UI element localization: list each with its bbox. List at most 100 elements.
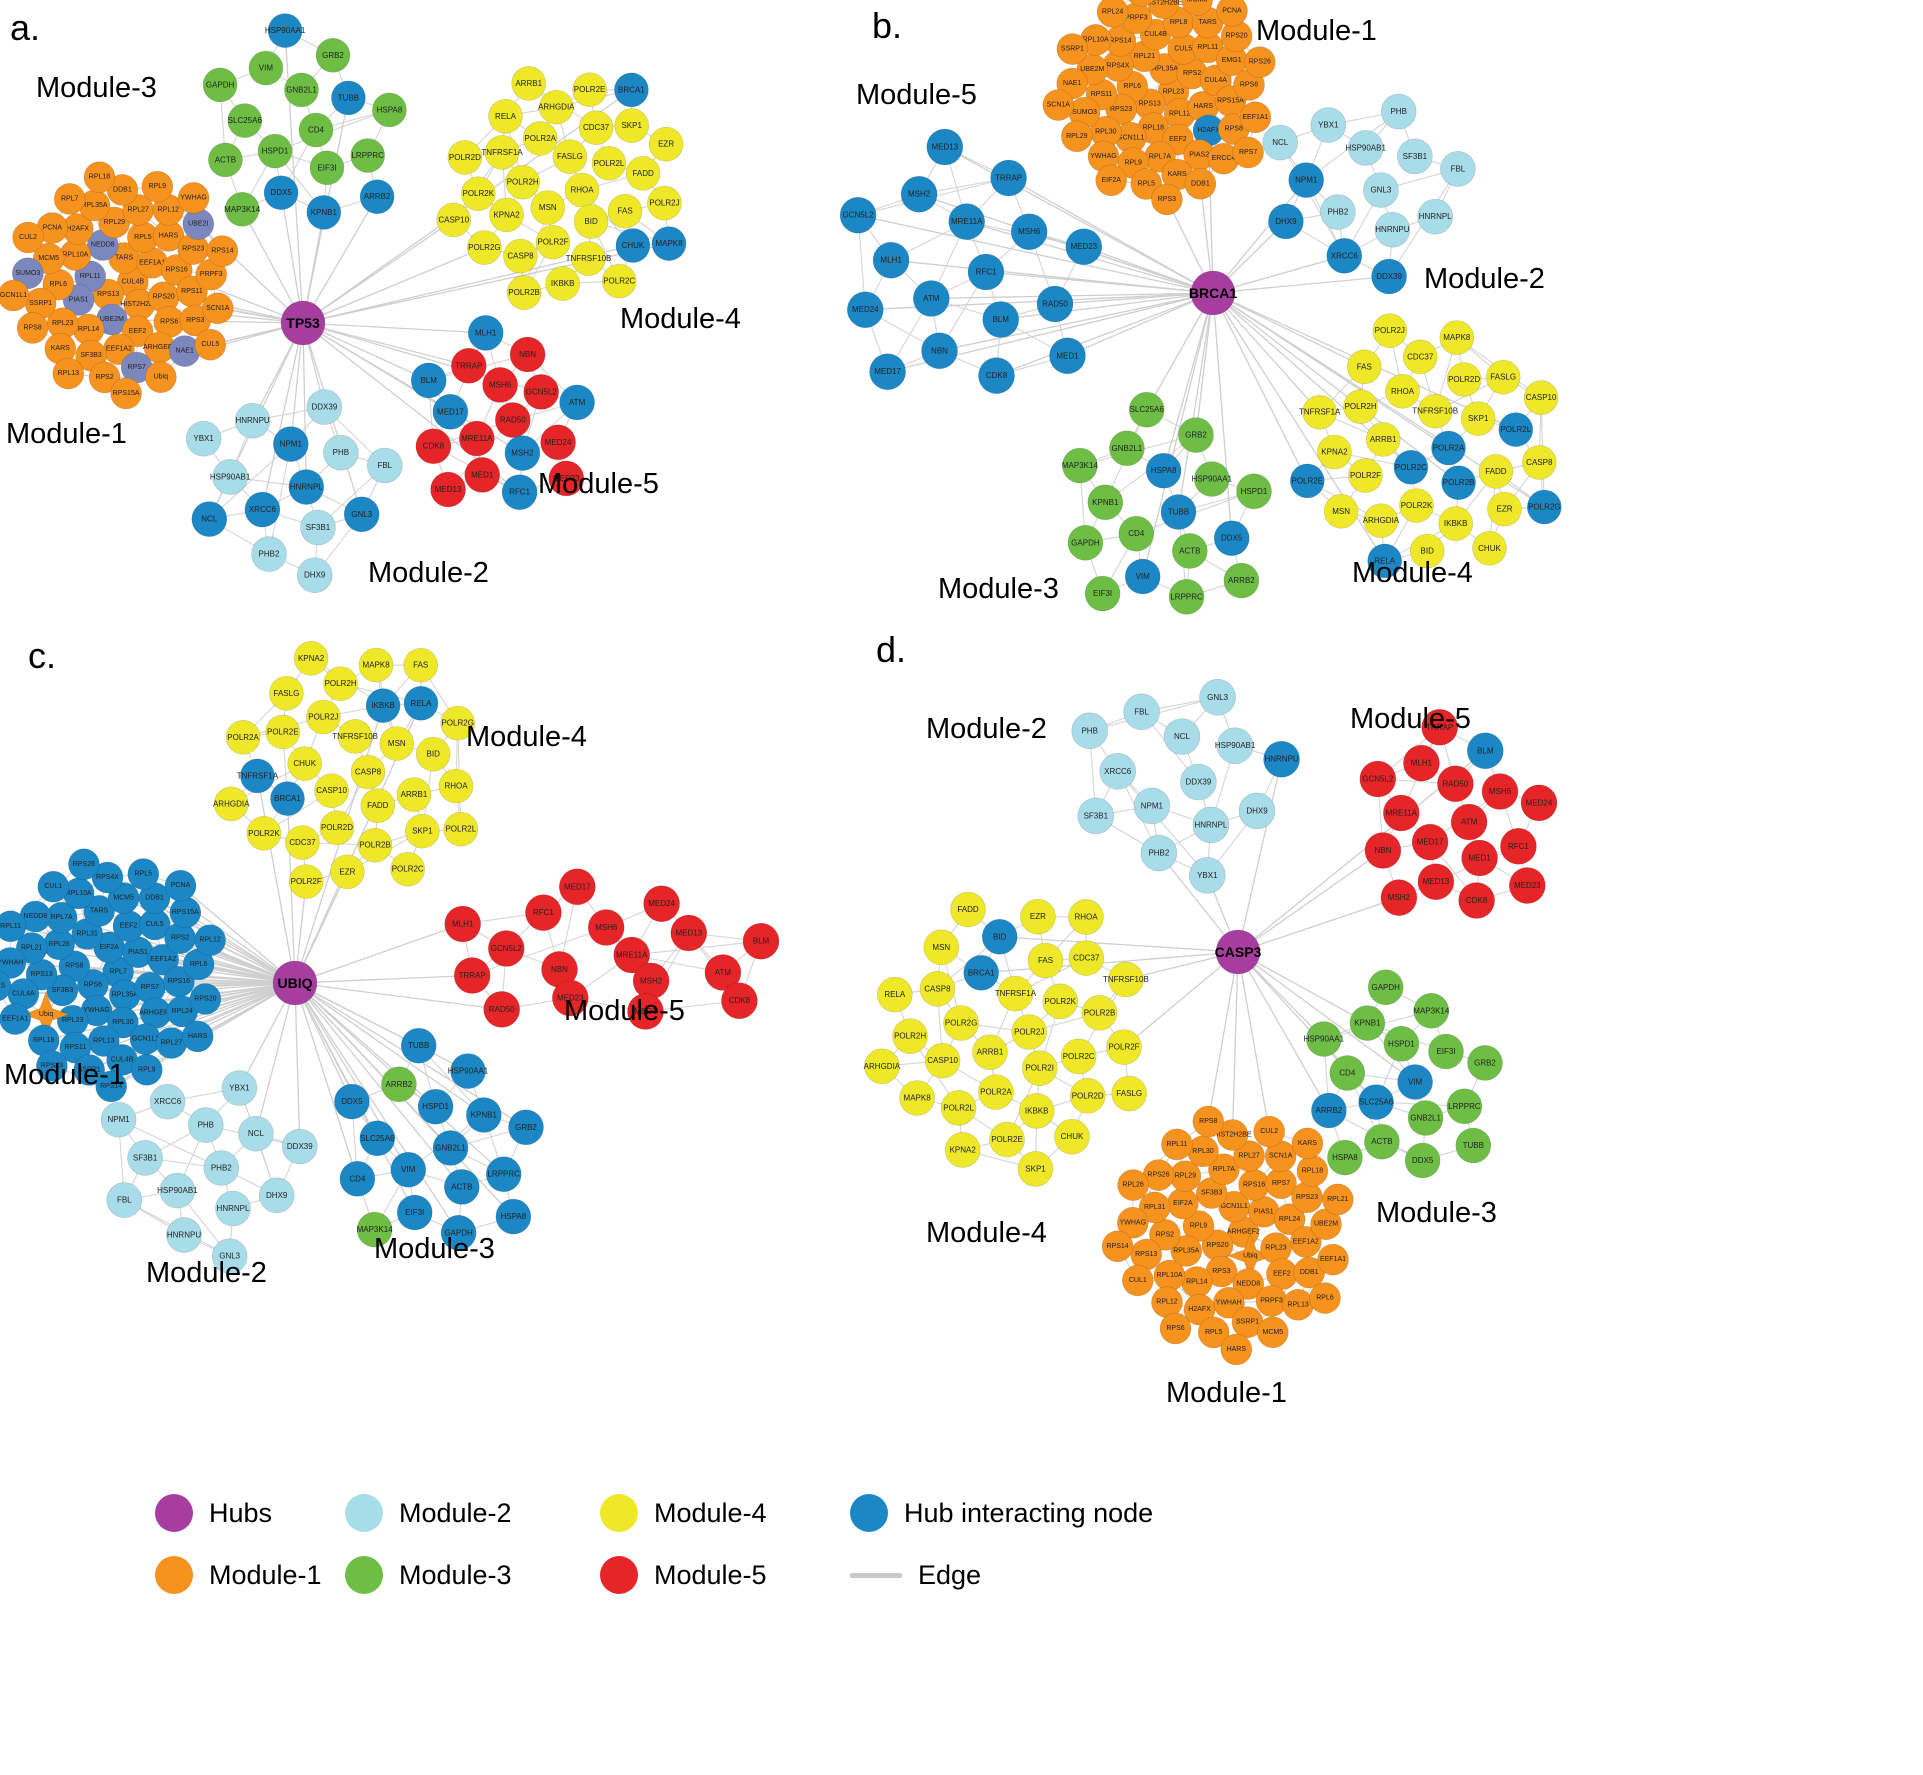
node-RPL13[interactable]: RPL13 [52,357,85,390]
node-MED17[interactable]: MED17 [558,868,596,906]
node-RPL29[interactable]: RPL29 [1061,120,1093,153]
node-MSN[interactable]: MSN [1323,493,1359,529]
node-RAD50[interactable]: RAD50 [483,991,521,1028]
node-XRCC6[interactable]: XRCC6 [149,1083,186,1120]
node-PHB2[interactable]: PHB2 [1320,194,1356,230]
node-BRCA1[interactable]: BRCA1 [614,72,649,108]
node-NPM1[interactable]: NPM1 [1288,162,1324,198]
node-NCL[interactable]: NCL [238,1115,274,1152]
node-HARS[interactable]: HARS [1220,1333,1253,1366]
node-RFC1[interactable]: RFC1 [1500,827,1537,865]
node-POLR2F[interactable]: POLR2F [1348,458,1383,493]
node-POLR2H[interactable]: POLR2H [892,1018,928,1054]
node-ATM[interactable]: ATM [1450,803,1488,841]
node-SF3B1[interactable]: SF3B1 [127,1140,163,1176]
node-GCN5L2[interactable]: GCN5L2 [839,196,877,234]
node-RPS7[interactable]: RPS7 [1232,136,1264,169]
node-CDK8[interactable]: CDK8 [1458,882,1495,919]
node-RPL13[interactable]: RPL13 [1282,1289,1314,1321]
node-FAS[interactable]: FAS [1027,942,1064,979]
node-POLR2J[interactable]: POLR2J [1372,313,1408,349]
node-HARS[interactable]: HARS [181,1020,214,1053]
node-VIM[interactable]: VIM [1124,558,1161,595]
node-VIM[interactable]: VIM [1397,1064,1433,1100]
node-HNRNPL[interactable]: HNRNPL [1417,198,1453,235]
node-POLR2G[interactable]: POLR2G [943,1005,979,1041]
node-CDC37[interactable]: CDC37 [1068,940,1105,976]
node-SLC25A6[interactable]: SLC25A6 [1358,1084,1394,1120]
node-HSP90AB1[interactable]: HSP90AB1 [1215,727,1256,765]
node-DDX39[interactable]: DDX39 [1180,763,1217,801]
node-SSRP1[interactable]: SSRP1 [1056,33,1089,65]
node-MED17[interactable]: MED17 [869,353,906,391]
node-DDX5[interactable]: DDX5 [1213,520,1250,557]
node-RPL23[interactable]: RPL23 [1260,1232,1292,1264]
node-CUL1[interactable]: CUL1 [1122,1264,1154,1297]
node-FADD[interactable]: FADD [1478,454,1514,489]
node-POLR2L[interactable]: POLR2L [940,1090,977,1126]
node-POLR2L[interactable]: POLR2L [443,811,479,847]
node-GCN5L2[interactable]: GCN5L2 [1359,760,1397,798]
node-PRPF3[interactable]: PRPF3 [1255,1285,1288,1317]
node-POLR2G[interactable]: POLR2G [467,230,502,265]
node-ARHGDIA[interactable]: ARHGDIA [538,89,575,125]
node-EIF2A[interactable]: EIF2A [1095,164,1127,197]
node-CD4[interactable]: CD4 [339,1161,376,1197]
node-YBX1[interactable]: YBX1 [1310,107,1347,143]
node-RPS14[interactable]: RPS14 [1101,1230,1134,1263]
node-BRCA1[interactable]: BRCA1 [270,781,305,816]
node-KPNA2[interactable]: KPNA2 [944,1132,981,1168]
node-RHOA[interactable]: RHOA [438,768,474,804]
node-MAP3K14[interactable]: MAP3K14 [1062,447,1099,484]
node-GNB2L1[interactable]: GNB2L1 [1109,430,1145,467]
node-EIF3I[interactable]: EIF3I [309,150,345,186]
node-POLR2F[interactable]: POLR2F [1106,1029,1142,1065]
node-MED24[interactable]: MED24 [540,424,576,461]
node-RPL9[interactable]: RPL9 [141,170,174,203]
node-KPNB1[interactable]: KPNB1 [1087,484,1124,521]
node-IKBKB[interactable]: IKBKB [1438,506,1473,541]
node-RHOA[interactable]: RHOA [564,172,600,208]
node-DDX5[interactable]: DDX5 [263,175,299,210]
node-EIF3I[interactable]: EIF3I [1084,575,1121,612]
node-HSP90AA1[interactable]: HSP90AA1 [1304,1021,1345,1057]
node-POLR2A[interactable]: POLR2A [225,719,261,755]
node-FADD[interactable]: FADD [625,156,661,191]
node-MLH1[interactable]: MLH1 [444,905,482,943]
node-SLC25A6[interactable]: SLC25A6 [1128,391,1165,428]
hub-CASP3[interactable]: CASP3 [1215,929,1262,975]
node-POLR2K[interactable]: POLR2K [460,176,496,211]
node-MSH2[interactable]: MSH2 [632,962,670,1000]
node-MED1[interactable]: MED1 [1049,337,1086,375]
node-RPL14[interactable]: RPL14 [1181,1266,1213,1298]
node-Ubiq[interactable]: Ubiq [145,361,177,394]
node-TNFRSF10B[interactable]: TNFRSF10B [1103,961,1149,998]
node-FAS[interactable]: FAS [607,193,643,229]
node-RAD50[interactable]: RAD50 [494,402,531,438]
node-CD4[interactable]: CD4 [298,112,334,148]
node-HNRNPL[interactable]: HNRNPL [288,469,325,505]
node-EZR[interactable]: EZR [648,126,684,162]
node-POLR2K[interactable]: POLR2K [1042,983,1078,1020]
node-ARRB2[interactable]: ARRB2 [381,1066,417,1103]
node-EEF1A1[interactable]: EEF1A1 [0,1003,31,1035]
node-MCM5[interactable]: MCM5 [1257,1316,1289,1349]
node-SKP1[interactable]: SKP1 [1460,401,1496,436]
node-NBN[interactable]: NBN [921,332,958,370]
node-RPL27[interactable]: RPL27 [1126,0,1157,7]
node-TRRAP[interactable]: TRRAP [990,159,1027,197]
node-KPNB1[interactable]: KPNB1 [465,1097,502,1133]
node-PHB2[interactable]: PHB2 [203,1150,240,1186]
node-SCN1A[interactable]: SCN1A [1042,89,1075,121]
node-PHB[interactable]: PHB [1380,93,1417,130]
node-CUL2[interactable]: CUL2 [12,221,44,254]
hub-UBIQ[interactable]: UBIQ [272,960,318,1006]
node-TUBB[interactable]: TUBB [331,80,366,116]
node-GRB2[interactable]: GRB2 [315,37,351,73]
node-MED24[interactable]: MED24 [1520,784,1558,822]
node-MAPK8[interactable]: MAPK8 [651,226,687,261]
node-NCL[interactable]: NCL [1163,718,1201,755]
node-TRRAP[interactable]: TRRAP [450,347,487,384]
node-GNB2L1[interactable]: GNB2L1 [1407,1100,1444,1136]
node-EZR[interactable]: EZR [1487,491,1522,527]
